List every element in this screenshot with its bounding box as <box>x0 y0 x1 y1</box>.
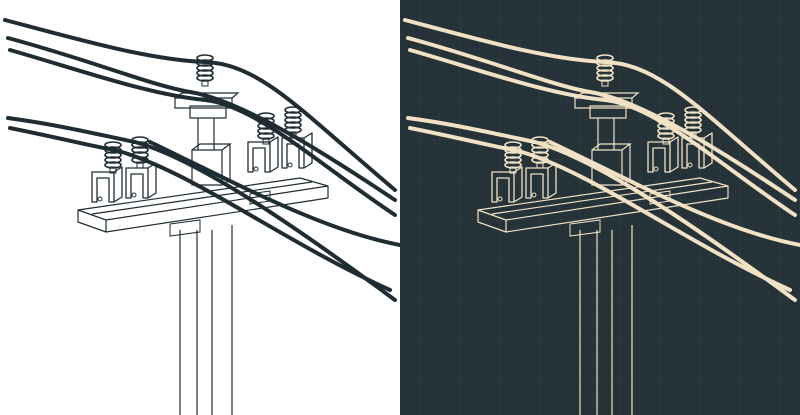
bolt <box>653 166 659 172</box>
insulator-shed <box>284 121 302 129</box>
insulator-shed <box>104 161 122 169</box>
clamp-bracket <box>247 136 279 173</box>
insulator-shed <box>684 121 702 129</box>
insulator-pin <box>201 79 209 87</box>
clamp-bracket <box>125 162 157 199</box>
insulator-shed <box>684 111 702 119</box>
insulator-shed <box>104 156 122 164</box>
insulator <box>104 141 122 174</box>
power-line-wire <box>8 48 397 217</box>
power-line-wire <box>148 140 400 247</box>
clamp-bracket <box>647 136 679 173</box>
power-line-wire <box>408 48 797 217</box>
insulator-shed <box>257 132 275 140</box>
bolt <box>497 196 503 202</box>
power-line-wire <box>406 116 797 302</box>
insulator-shed <box>596 69 614 77</box>
insulator-shed <box>504 151 522 159</box>
insulator-shed <box>504 161 522 169</box>
bolt <box>97 196 103 202</box>
top-mast <box>189 105 227 150</box>
bolt <box>253 166 259 172</box>
pole <box>179 225 233 415</box>
insulator-shed <box>284 111 302 119</box>
insulator-shed <box>657 132 675 140</box>
clamp-bracket <box>91 166 123 203</box>
insulator-pin <box>662 137 670 145</box>
insulator-shed <box>284 116 302 124</box>
insulator-shed <box>196 64 214 72</box>
bolt <box>687 162 693 168</box>
insulator-shed <box>104 151 122 159</box>
power-line-wire <box>6 116 397 302</box>
insulator-shed <box>684 116 702 124</box>
bolt <box>131 192 137 198</box>
insulator-shed <box>596 74 614 82</box>
top-mast <box>589 105 627 150</box>
crossarm <box>77 177 329 233</box>
power-line-wire <box>548 140 800 247</box>
insulator-shed <box>531 146 549 154</box>
pole <box>579 225 633 415</box>
power-line-wire <box>406 36 797 202</box>
insulator-pin <box>601 79 609 87</box>
insulator-pin <box>536 161 544 169</box>
bolt <box>287 162 293 168</box>
power-line-wire <box>8 126 392 292</box>
insulator-shed <box>131 146 149 154</box>
insulator-pin <box>509 166 517 174</box>
insulator-shed <box>196 74 214 82</box>
insulator <box>196 54 214 87</box>
insulator-shed <box>504 156 522 164</box>
power-line-wire <box>408 126 792 292</box>
power-pole-drawing-dark <box>400 0 800 415</box>
insulator-shed <box>596 64 614 72</box>
crossarm <box>477 177 729 233</box>
power-line-wire <box>403 18 797 192</box>
insulator-pin <box>136 161 144 169</box>
clamp-bracket <box>491 166 523 203</box>
bolt <box>531 192 537 198</box>
clamp-bracket <box>525 162 557 199</box>
dark-panel <box>400 0 800 415</box>
power-pole-art <box>3 18 400 415</box>
power-pole-art <box>403 18 800 415</box>
power-line-wire <box>6 36 397 202</box>
insulator-pin <box>262 137 270 145</box>
insulator-shed <box>196 69 214 77</box>
light-panel <box>3 18 400 415</box>
insulator-pin <box>109 166 117 174</box>
power-line-wire <box>3 18 397 192</box>
power-pole-drawing-light <box>3 18 400 415</box>
